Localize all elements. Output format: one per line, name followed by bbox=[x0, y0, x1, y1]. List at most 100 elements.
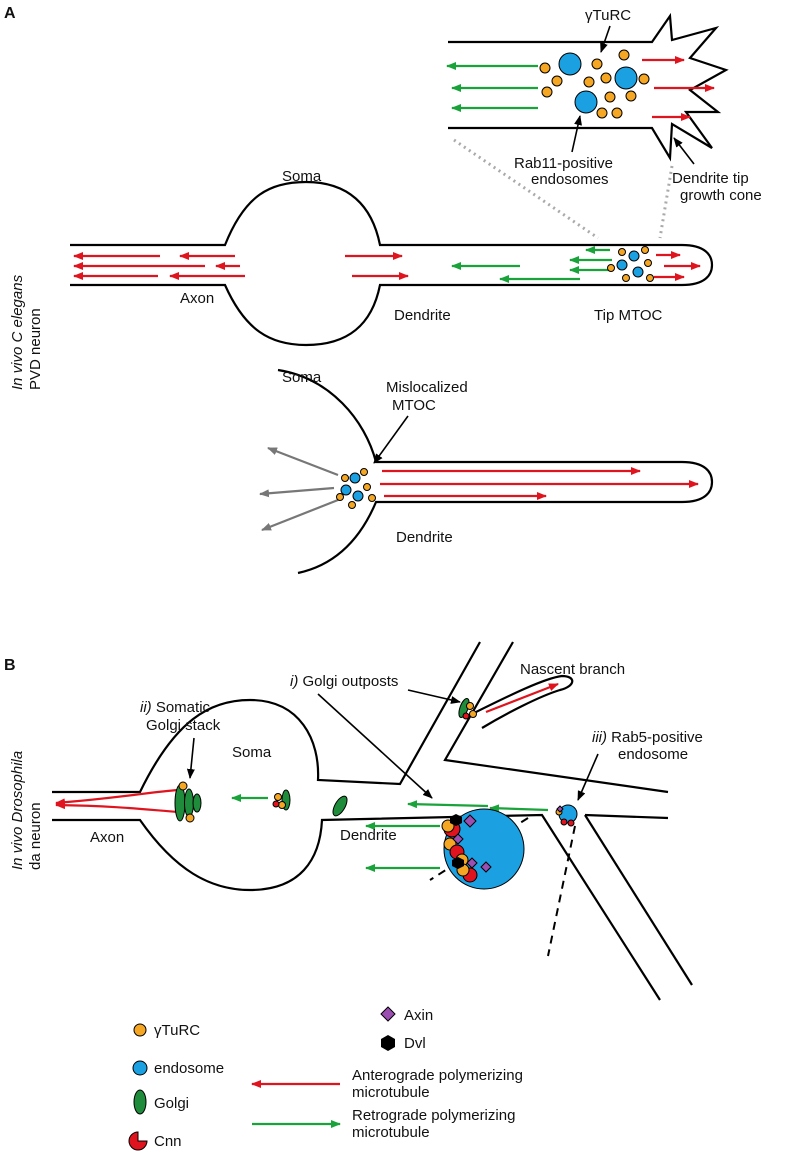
rab11-label: Rab11-positive bbox=[514, 155, 613, 172]
da-neuron-lower bbox=[52, 813, 661, 1001]
tip-gamma-turc bbox=[641, 246, 649, 254]
misloc-gamma-turc bbox=[360, 468, 368, 476]
somatic-golgi-pointer bbox=[186, 737, 195, 779]
misloc-mtoc-label-2: MTOC bbox=[392, 397, 436, 414]
axon-mt-b bbox=[55, 801, 179, 814]
tip-gamma-turc bbox=[607, 264, 615, 272]
rab11-pointer bbox=[571, 115, 582, 153]
legend: γTuRC endosome Golgi Cnn Axin Dvl Antero… bbox=[128, 1006, 523, 1151]
panel-b-side-label: In vivo Drosophila bbox=[9, 751, 26, 870]
growth-cone-outline bbox=[448, 12, 729, 162]
legend-cnn: Cnn bbox=[154, 1133, 182, 1150]
legend-golgi-swatch bbox=[133, 1089, 147, 1115]
inset-gamma-turc bbox=[611, 107, 623, 119]
outpost-cnn bbox=[272, 800, 280, 808]
nascent-branch-label: Nascent branch bbox=[520, 661, 625, 678]
golgi-outpost bbox=[332, 795, 348, 817]
da-neuron-lower-branch bbox=[584, 814, 693, 986]
axon-mt-b bbox=[55, 788, 179, 807]
rab5-label: iii) Rab5-positive bbox=[592, 729, 703, 746]
misloc-mtoc-label: Mislocalized bbox=[386, 379, 468, 396]
somatic-golgi bbox=[192, 793, 202, 813]
rab5-cnn bbox=[560, 818, 568, 826]
tip-endosome bbox=[628, 250, 640, 262]
tip-endosome bbox=[616, 259, 628, 271]
dendrite-label-b: Dendrite bbox=[340, 827, 397, 844]
legend-anterograde: Anterograde polymerizing bbox=[352, 1067, 523, 1084]
zoom-axin bbox=[466, 857, 478, 869]
inset-gamma-turc bbox=[604, 91, 616, 103]
legend-retrograde: Retrograde polymerizing bbox=[352, 1107, 515, 1124]
misloc-endosome bbox=[340, 484, 352, 496]
panel-b-side-label-2: da neuron bbox=[27, 802, 44, 870]
zoom-axin bbox=[463, 814, 477, 828]
dendrite-label-a2: Dendrite bbox=[396, 529, 453, 546]
somatic-golgi bbox=[184, 788, 194, 818]
golgi-outpost-branch bbox=[458, 698, 470, 718]
legend-dvl: Dvl bbox=[404, 1035, 426, 1052]
tip-inset bbox=[446, 12, 729, 162]
legend-cnn-swatch bbox=[128, 1131, 148, 1151]
panel-a-letter: A bbox=[4, 5, 16, 22]
zoom-axin bbox=[480, 861, 492, 873]
tip-endosome bbox=[632, 266, 644, 278]
somatic-gamma-turc bbox=[178, 781, 188, 791]
branch-gamma-turc bbox=[469, 710, 477, 718]
panel-a-side-label: In vivo C elegans bbox=[9, 274, 26, 390]
zoom-dvl bbox=[450, 814, 462, 826]
nascent-branch-mt bbox=[485, 682, 559, 714]
inset-gamma-turc bbox=[625, 90, 637, 102]
golgi-outposts-label: i) Golgi outposts bbox=[290, 673, 398, 690]
legend-golgi: Golgi bbox=[154, 1095, 189, 1112]
rab5-retrograde-mt bbox=[489, 804, 549, 813]
rab11-label-2: endosomes bbox=[531, 171, 609, 188]
tip-gamma-turc bbox=[618, 248, 626, 256]
legend-dvl-swatch bbox=[381, 1035, 395, 1051]
gamma-turc-label: γTuRC bbox=[585, 7, 631, 24]
outpost-gamma-turc bbox=[274, 793, 282, 801]
rab5-axin bbox=[556, 805, 564, 813]
tip-gamma-turc bbox=[646, 274, 654, 282]
inset-gamma-turc bbox=[596, 107, 608, 119]
misloc-endosome bbox=[352, 490, 364, 502]
misloc-endosome bbox=[349, 472, 361, 484]
branch-cnn bbox=[462, 712, 470, 720]
misloc-gamma-turc bbox=[336, 493, 344, 501]
legend-anterograde-2: microtubule bbox=[352, 1084, 430, 1101]
misloc-grey-mt bbox=[259, 486, 335, 498]
soma-label-a2: Soma bbox=[282, 369, 322, 386]
misloc-grey-mt bbox=[261, 498, 339, 532]
zoom-line-right bbox=[658, 165, 674, 239]
zoom-line-left bbox=[453, 138, 599, 240]
inset-gamma-turc bbox=[618, 49, 630, 61]
branch-gamma-turc bbox=[466, 702, 474, 710]
tip-cone-pointer bbox=[673, 137, 695, 165]
tip-gamma-turc bbox=[644, 259, 652, 267]
da-neuron-upper-left bbox=[52, 641, 481, 794]
inset-gamma-turc bbox=[638, 73, 650, 85]
somatic-golgi-label: ii) Somatic bbox=[140, 699, 211, 716]
golgi-outposts-pointer-2 bbox=[317, 693, 433, 799]
golgi-outposts-pointer bbox=[407, 689, 461, 704]
panel-b-letter: B bbox=[4, 657, 16, 674]
misloc-gamma-turc bbox=[368, 494, 376, 502]
da-neuron-lower-right bbox=[584, 813, 669, 820]
misloc-gamma-turc bbox=[341, 474, 349, 482]
legend-axin: Axin bbox=[404, 1007, 433, 1024]
legend-endosome-swatch bbox=[132, 1060, 148, 1076]
inset-gamma-turc bbox=[583, 76, 595, 88]
inset-gamma-turc bbox=[600, 72, 612, 84]
rab5-label-2: endosome bbox=[618, 746, 688, 763]
legend-axin-swatch bbox=[380, 1006, 396, 1022]
tip-mtoc-label: Tip MTOC bbox=[594, 307, 663, 324]
inset-gamma-turc bbox=[539, 62, 551, 74]
legend-gamma-turc: γTuRC bbox=[154, 1022, 200, 1039]
somatic-gamma-turc bbox=[185, 813, 195, 823]
outpost-gamma-turc bbox=[278, 801, 286, 809]
axon-label-b: Axon bbox=[90, 829, 124, 846]
misloc-gamma-turc bbox=[348, 501, 356, 509]
inset-gamma-turc bbox=[541, 86, 553, 98]
inset-gamma-turc bbox=[591, 58, 603, 70]
misloc-mtoc-pointer bbox=[373, 415, 409, 464]
